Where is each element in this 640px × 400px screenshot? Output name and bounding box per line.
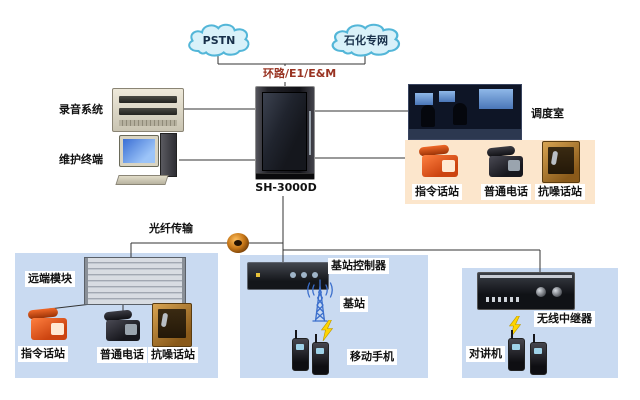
recording-system-image (112, 88, 184, 132)
cloud-shape (331, 23, 401, 57)
keypad (51, 323, 64, 335)
monitor-screen (123, 139, 155, 163)
photo-desk (409, 129, 521, 139)
mobile-handset-icon (292, 330, 309, 371)
cloud-shape (188, 23, 250, 57)
maintenance-terminal-label: 维护终端 (56, 152, 106, 168)
ordinary-phone-icon (486, 145, 525, 179)
noise-proof-phone-icon (542, 141, 580, 183)
trunk-label: 环路/E1/E&M (260, 66, 340, 82)
panel-phone-label: 普通电话 (481, 184, 531, 200)
remote-module-rack-image (84, 257, 186, 305)
fiber-label: 光纤传输 (146, 221, 196, 237)
cloud-petro-network: 石化专网 (328, 22, 404, 58)
photo-screen-wall (479, 89, 513, 109)
wireless-repeater-label: 无线中继器 (534, 311, 595, 327)
recorder-bay (119, 96, 177, 103)
knob (552, 287, 562, 297)
remote-module-label: 远端模块 (25, 271, 75, 287)
remote-phone-label: 普通电话 (97, 347, 147, 363)
dispatch-room-photo (408, 84, 522, 140)
mobile-phone-label: 移动手机 (347, 349, 397, 365)
sh3000d-cabinet-image (255, 86, 315, 180)
cabinet-label: SH-3000D (252, 180, 320, 196)
recorder-bay (119, 108, 177, 115)
cloud-pstn-label: PSTN (202, 33, 236, 47)
cabinet-base (256, 173, 314, 179)
port (301, 272, 307, 278)
cloud-pstn: PSTN (185, 22, 253, 58)
command-phone-icon (27, 307, 70, 342)
port (290, 272, 296, 278)
cloud-petro-label: 石化专网 (344, 34, 388, 47)
walkie-talkie-label: 对讲机 (466, 346, 505, 362)
panel-command-label: 指令话站 (412, 184, 462, 200)
repeater-buttons (486, 297, 520, 302)
mobile-handset-icon (312, 334, 329, 375)
maintenance-terminal-image (115, 133, 179, 185)
remote-noise-label: 抗噪话站 (148, 347, 198, 363)
base-station-controller-image (247, 262, 329, 290)
knob (536, 287, 546, 297)
panel-noise-label: 抗噪话站 (535, 184, 585, 200)
led (256, 273, 260, 277)
fiber-coil-icon (227, 233, 249, 253)
noise-proof-phone-icon (152, 303, 192, 347)
photo-person (421, 105, 435, 127)
photo-person (453, 103, 467, 125)
command-phone-icon (418, 144, 461, 179)
pc-tower (160, 133, 177, 177)
photo-monitor (415, 93, 433, 105)
base-station-antenna-icon (307, 279, 333, 322)
recording-system-label: 录音系统 (56, 102, 106, 118)
repeater-trim (480, 275, 572, 278)
wireless-repeater-image (477, 272, 575, 310)
base-controller-label: 基站控制器 (328, 258, 389, 274)
keypad (508, 160, 520, 171)
cabinet-handle (309, 111, 311, 155)
keypad (442, 160, 455, 172)
walkie-talkie-icon (508, 330, 525, 371)
walkie-talkie-icon (530, 334, 547, 375)
keyboard (115, 175, 169, 185)
cabinet-door (262, 92, 307, 171)
photo-monitor (439, 91, 455, 102)
port (312, 272, 318, 278)
remote-command-label: 指令话站 (18, 346, 68, 362)
dispatch-room-label: 调度室 (528, 106, 567, 122)
keypad (125, 324, 137, 335)
monitor (119, 135, 159, 167)
base-station-label: 基站 (340, 296, 368, 312)
ordinary-phone-icon (103, 309, 142, 343)
lightning-icon (320, 320, 334, 341)
recorder-vent (119, 120, 177, 126)
